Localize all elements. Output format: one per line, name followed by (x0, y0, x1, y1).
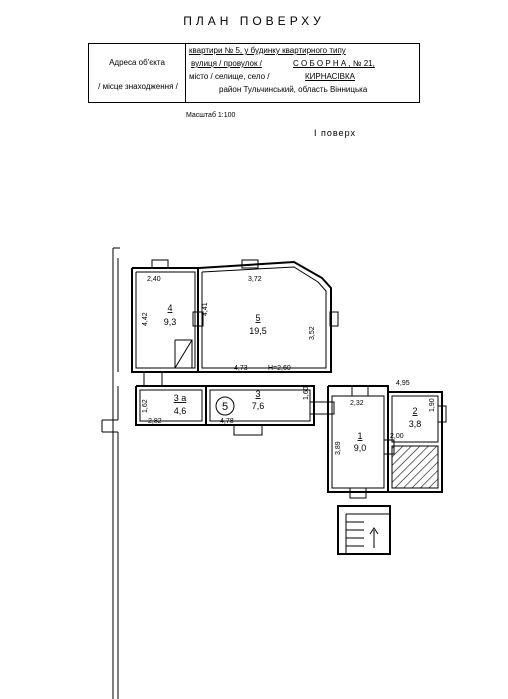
middle-block-inner (139, 389, 335, 436)
entrance-stair (337, 505, 391, 555)
dim-3-72: 3,72 (248, 276, 262, 283)
upper-block-walls (131, 260, 332, 373)
ceiling-height: H=2,60 (268, 365, 291, 372)
right-block-inner (331, 385, 447, 499)
dim-3-89: 3,89 (335, 441, 342, 455)
apartment-number-marker: 5 (215, 396, 235, 416)
location-label: / місце знаходження / (98, 82, 178, 91)
scale-label: Масштаб 1:100 (186, 112, 236, 119)
outer-walls (101, 247, 120, 699)
dim-4-41: 4,41 (202, 302, 209, 316)
room-labels: 4 9,3 5 19,5 3 а 4,6 3 7,6 1 9,0 2 3,8 (164, 303, 422, 453)
room-5-number: 5 (255, 313, 260, 323)
floor-label: I поверх (314, 128, 356, 138)
dim-1-60: 1,60 (303, 386, 310, 400)
room-2-number: 2 (412, 406, 417, 416)
room-3-number: 3 (255, 389, 260, 399)
dim-2-00: 2,00 (390, 433, 404, 440)
page-title: ПЛАН ПОВЕРХУ (183, 14, 325, 28)
dim-2-32: 2,32 (350, 400, 364, 407)
middle-block-walls (135, 385, 315, 426)
address-box: Адреса об'єкта / місце знаходження / ква… (88, 43, 420, 103)
dim-1-90: 1,90 (429, 398, 436, 412)
apartment-line: квартири № 5, у будинку квартирного типу (189, 46, 346, 55)
dim-4-95: 4,95 (396, 380, 410, 387)
settlement-name: КИРНАСІВКА (305, 72, 356, 81)
upper-block-inner (135, 259, 339, 387)
address-label: Адреса об'єкта (109, 58, 165, 67)
address-label-cell: Адреса об'єкта / місце знаходження / (89, 44, 186, 102)
dim-3-52: 3,52 (309, 326, 316, 340)
street-type-label: вулиця / провулок / (191, 59, 262, 68)
room-4-area: 9,3 (164, 317, 177, 327)
dimension-labels: 2,40 3,72 4,42 4,41 3,52 4,73 H=2,60 1,6… (142, 276, 436, 455)
room-3a-area: 4,6 (174, 406, 187, 416)
dim-4-42: 4,42 (142, 312, 149, 326)
right-block-walls (327, 385, 443, 493)
dim-2-40: 2,40 (147, 276, 161, 283)
room-1-number: 1 (357, 431, 362, 441)
dim-4-73: 4,73 (234, 365, 248, 372)
room-4-number: 4 (167, 303, 172, 313)
room-3-area: 7,6 (252, 401, 265, 411)
dim-4-78: 4,78 (220, 418, 234, 425)
district-region: район Тульчинський, область Вінницька (219, 85, 368, 94)
street-name: С О Б О Р Н А , № 21, (293, 59, 375, 68)
dim-2-82: 2,82 (148, 418, 162, 425)
settlement-type-label: місто / селище, село / (189, 72, 270, 81)
room-5-area: 19,5 (249, 326, 267, 336)
room-3a-number: 3 а (174, 393, 187, 403)
apartment-number: 5 (222, 401, 228, 413)
dim-1-62: 1,62 (142, 399, 149, 413)
room-1-area: 9,0 (354, 443, 367, 453)
room-2-area: 3,8 (409, 419, 422, 429)
